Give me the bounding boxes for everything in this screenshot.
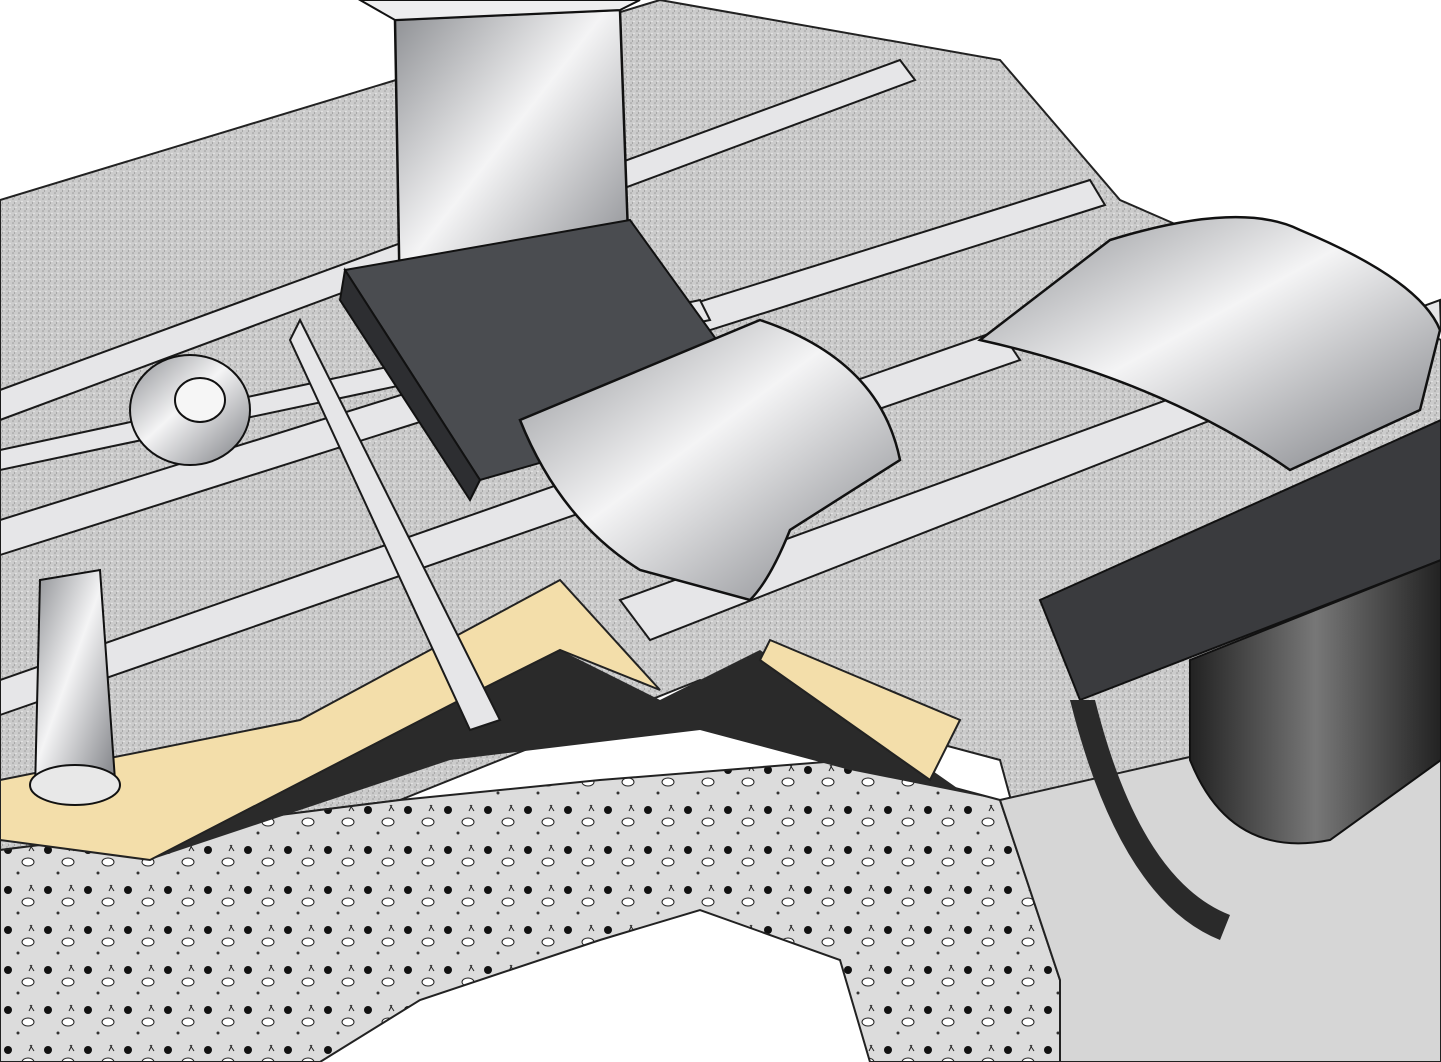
- gutter: [1038, 418, 1441, 940]
- pipe: [29, 568, 121, 806]
- tape-roll: [129, 354, 251, 466]
- membrane-layer: [150, 650, 1000, 860]
- insulation-layer: [0, 578, 962, 862]
- roof-tiles: [518, 215, 1441, 602]
- vent-duct: [338, 0, 762, 503]
